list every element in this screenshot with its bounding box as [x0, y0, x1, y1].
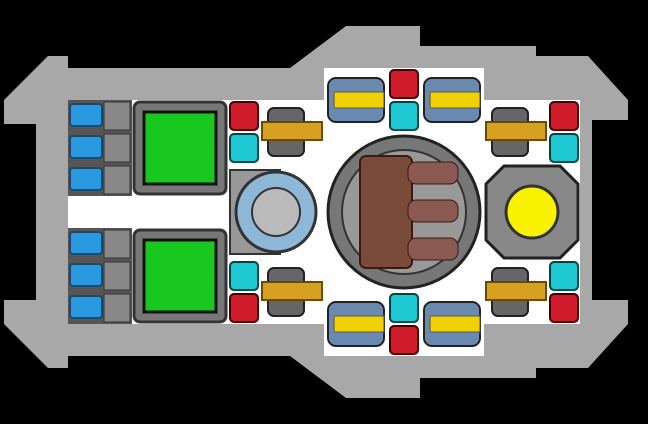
green-screen-panel-bottom[interactable] [132, 228, 228, 324]
missile-turret-bottom-right[interactable] [420, 296, 484, 352]
button-stack-top-right [548, 100, 580, 164]
button-stack-bottom-center [388, 292, 420, 356]
green-screen-panel-icon [132, 228, 228, 324]
missile-turret-top-left[interactable] [324, 72, 388, 128]
red-button-icon[interactable] [389, 325, 419, 355]
cyan-button-icon[interactable] [389, 293, 419, 323]
orange-turret-icon [261, 107, 323, 157]
orange-turret-icon [261, 267, 323, 317]
turret-top-right[interactable] [484, 104, 548, 160]
sensor-dome-icon [229, 169, 318, 255]
orange-turret-icon [485, 267, 547, 317]
cyan-button-icon[interactable] [549, 261, 579, 291]
red-button-icon[interactable] [229, 293, 259, 323]
yellow-core-icon [484, 164, 580, 260]
cyan-button-icon[interactable] [229, 133, 259, 163]
red-button-icon[interactable] [549, 101, 579, 131]
green-screen-panel-icon [132, 100, 228, 196]
green-screen-panel-top[interactable] [132, 100, 228, 196]
engine-cylinders-icon [359, 155, 459, 269]
reactor-core-icon [326, 134, 482, 290]
yellow-missile-turret-icon [327, 77, 385, 123]
cyan-button-icon[interactable] [549, 133, 579, 163]
red-button-icon[interactable] [549, 293, 579, 323]
yellow-missile-turret-icon [327, 301, 385, 347]
button-stack-bottom-right [548, 260, 580, 324]
yellow-missile-turret-icon [423, 301, 481, 347]
yellow-core[interactable] [484, 164, 580, 260]
cryo-pod-group-top [68, 100, 132, 196]
cryo-pod-icon [68, 100, 132, 196]
cyan-button-icon[interactable] [229, 261, 259, 291]
button-stack-top-left [228, 100, 260, 164]
red-button-icon[interactable] [229, 101, 259, 131]
missile-turret-top-right[interactable] [420, 72, 484, 128]
cyan-button-icon[interactable] [389, 101, 419, 131]
cryo-pod-icon [68, 228, 132, 324]
button-stack-top-center [388, 68, 420, 132]
missile-turret-bottom-left[interactable] [324, 296, 388, 352]
turret-top-left[interactable] [260, 104, 324, 160]
orange-turret-icon [485, 107, 547, 157]
turret-bottom-left[interactable] [260, 264, 324, 320]
cryo-pod-group-bottom [68, 228, 132, 324]
sensor-dome[interactable] [228, 168, 320, 256]
red-button-icon[interactable] [389, 69, 419, 99]
turret-bottom-right[interactable] [484, 264, 548, 320]
reactor-core[interactable] [324, 132, 484, 292]
button-stack-bottom-left [228, 260, 260, 324]
yellow-missile-turret-icon [423, 77, 481, 123]
